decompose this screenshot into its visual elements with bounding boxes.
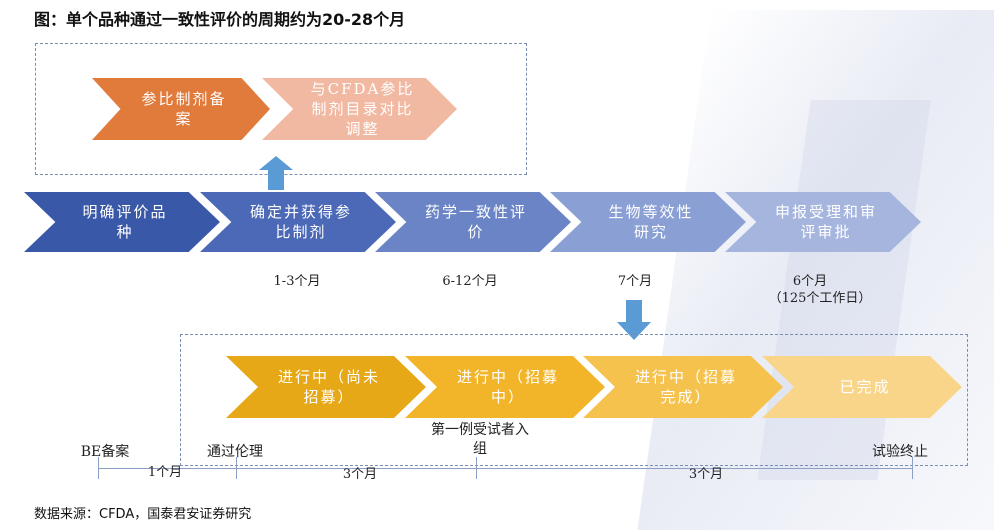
timeline-axis (98, 468, 912, 469)
main-step-pharma-consistency: 药学一致性评价 (375, 192, 571, 252)
trial-status-label: 进行中（尚未招募） (277, 368, 380, 406)
first-subject-text: 第一例受试者入组 (431, 422, 529, 457)
timeline-tick-end (912, 457, 913, 479)
trial-status-label: 进行中（招募完成） (634, 368, 737, 406)
main-step-review-approval: 申报受理和审评审批 (725, 192, 921, 252)
main-step-label: 生物等效性研究 (608, 203, 694, 241)
timeline-segment-1: 1个月 (147, 465, 183, 480)
top-step-reference-filing: 参比制剂备案 (92, 78, 270, 140)
data-source: 数据来源：CFDA，国泰君安证券研究 (34, 507, 252, 522)
trial-status-recruiting: 进行中（招募中） (405, 356, 605, 418)
main-step-label: 药学一致性评价 (424, 203, 527, 241)
timeline-tick-be (98, 457, 99, 479)
timeline-label-ethics: 通过伦理 (207, 444, 263, 460)
trial-status-not-recruiting: 进行中（尚未招募） (226, 356, 426, 418)
trial-status-completed: 已完成 (762, 356, 962, 418)
trial-status-recruit-complete: 进行中（招募完成） (583, 356, 783, 418)
top-step-label: 参比制剂备案 (141, 90, 227, 128)
main-step-bioequivalence: 生物等效性研究 (550, 192, 746, 252)
duration-step3: 6-12个月 (442, 274, 498, 289)
timeline-segment-3: 3个月 (688, 467, 724, 482)
trial-status-label: 已完成 (839, 378, 891, 396)
timeline-label-be: BE备案 (80, 444, 130, 460)
figure-title: 图：单个品种通过一致性评价的周期约为20-28个月 (34, 10, 406, 29)
duration-step2: 1-3个月 (273, 274, 321, 289)
main-step-label: 明确评价品种 (82, 203, 168, 241)
timeline-label-end: 试验终止 (872, 444, 928, 460)
duration-step5-note: （125个工作日） (768, 291, 872, 306)
timeline-tick-first-subject (476, 457, 477, 479)
main-step-obtain-reference: 确定并获得参比制剂 (200, 192, 396, 252)
trial-status-label: 进行中（招募中） (456, 368, 559, 406)
duration-step5: 6个月 (792, 274, 828, 289)
down-arrow-icon (617, 300, 651, 340)
main-step-identify-variety: 明确评价品种 (24, 192, 220, 252)
up-arrow-icon (259, 156, 293, 190)
duration-step4: 7个月 (617, 274, 653, 289)
main-step-label: 确定并获得参比制剂 (249, 203, 352, 241)
top-step-label: 与CFDA参比制剂目录对比调整 (310, 80, 415, 138)
main-step-label: 申报受理和审评审批 (774, 203, 877, 241)
timeline-tick-ethics (236, 457, 237, 479)
top-step-cfda-compare: 与CFDA参比制剂目录对比调整 (262, 78, 457, 140)
timeline-segment-2: 3个月 (342, 467, 378, 482)
timeline-label-first-subject: 第一例受试者入组 (420, 421, 540, 459)
bottom-dashed-box (180, 334, 968, 466)
